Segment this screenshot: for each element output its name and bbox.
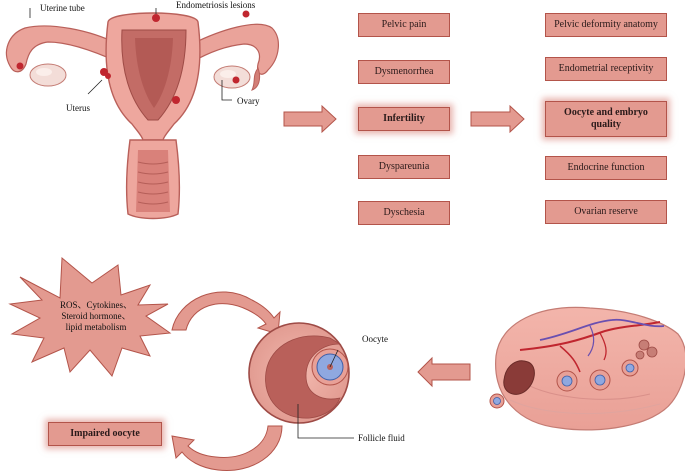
curved-arrow-to-impaired-oocyte — [171, 425, 283, 471]
symptom-pelvic-pain: Pelvic pain — [358, 13, 450, 37]
microenvironment-text: ROS、Cytokines、 Steroid hormone、 lipid me… — [59, 300, 132, 332]
arrow-ovary-to-follicle — [417, 356, 471, 388]
outcome-impaired-oocyte: Impaired oocyte — [48, 422, 162, 446]
factor-pelvic-deformity-anatomy: Pelvic deformity anatomy — [545, 13, 667, 37]
ovary-illustration — [489, 306, 685, 431]
factor-ovarian-reserve: Ovarian reserve — [545, 200, 667, 224]
label-ovary: Ovary — [237, 96, 260, 106]
arrow-infertility-to-factors — [470, 104, 525, 134]
follicle-illustration — [248, 322, 354, 439]
label-uterus: Uterus — [66, 103, 90, 113]
symptom-dyspareunia: Dyspareunia — [358, 155, 450, 179]
factor-oocyte-embryo-quality: Oocyte and embryo quality — [545, 101, 667, 137]
factor-endocrine-function: Endocrine function — [545, 156, 667, 180]
uterus-anatomy-illustration — [5, 8, 279, 220]
label-endometriosis-lesions: Endometriosis lesions — [176, 0, 256, 10]
arrow-anatomy-to-symptoms — [283, 104, 337, 134]
factor-endometrial-receptivity: Endometrial receptivity — [545, 57, 667, 81]
symptom-infertility: Infertility — [358, 107, 450, 131]
curved-arrow-to-follicle — [171, 291, 281, 335]
microenvironment-burst — [8, 256, 172, 377]
label-oocyte: Oocyte — [362, 334, 388, 344]
symptom-dysmenorrhea: Dysmenorrhea — [358, 60, 450, 84]
symptom-dyschesia: Dyschesia — [358, 201, 450, 225]
label-follicle-fluid: Follicle fluid — [358, 433, 405, 443]
label-uterine-tube: Uterine tube — [40, 3, 85, 13]
